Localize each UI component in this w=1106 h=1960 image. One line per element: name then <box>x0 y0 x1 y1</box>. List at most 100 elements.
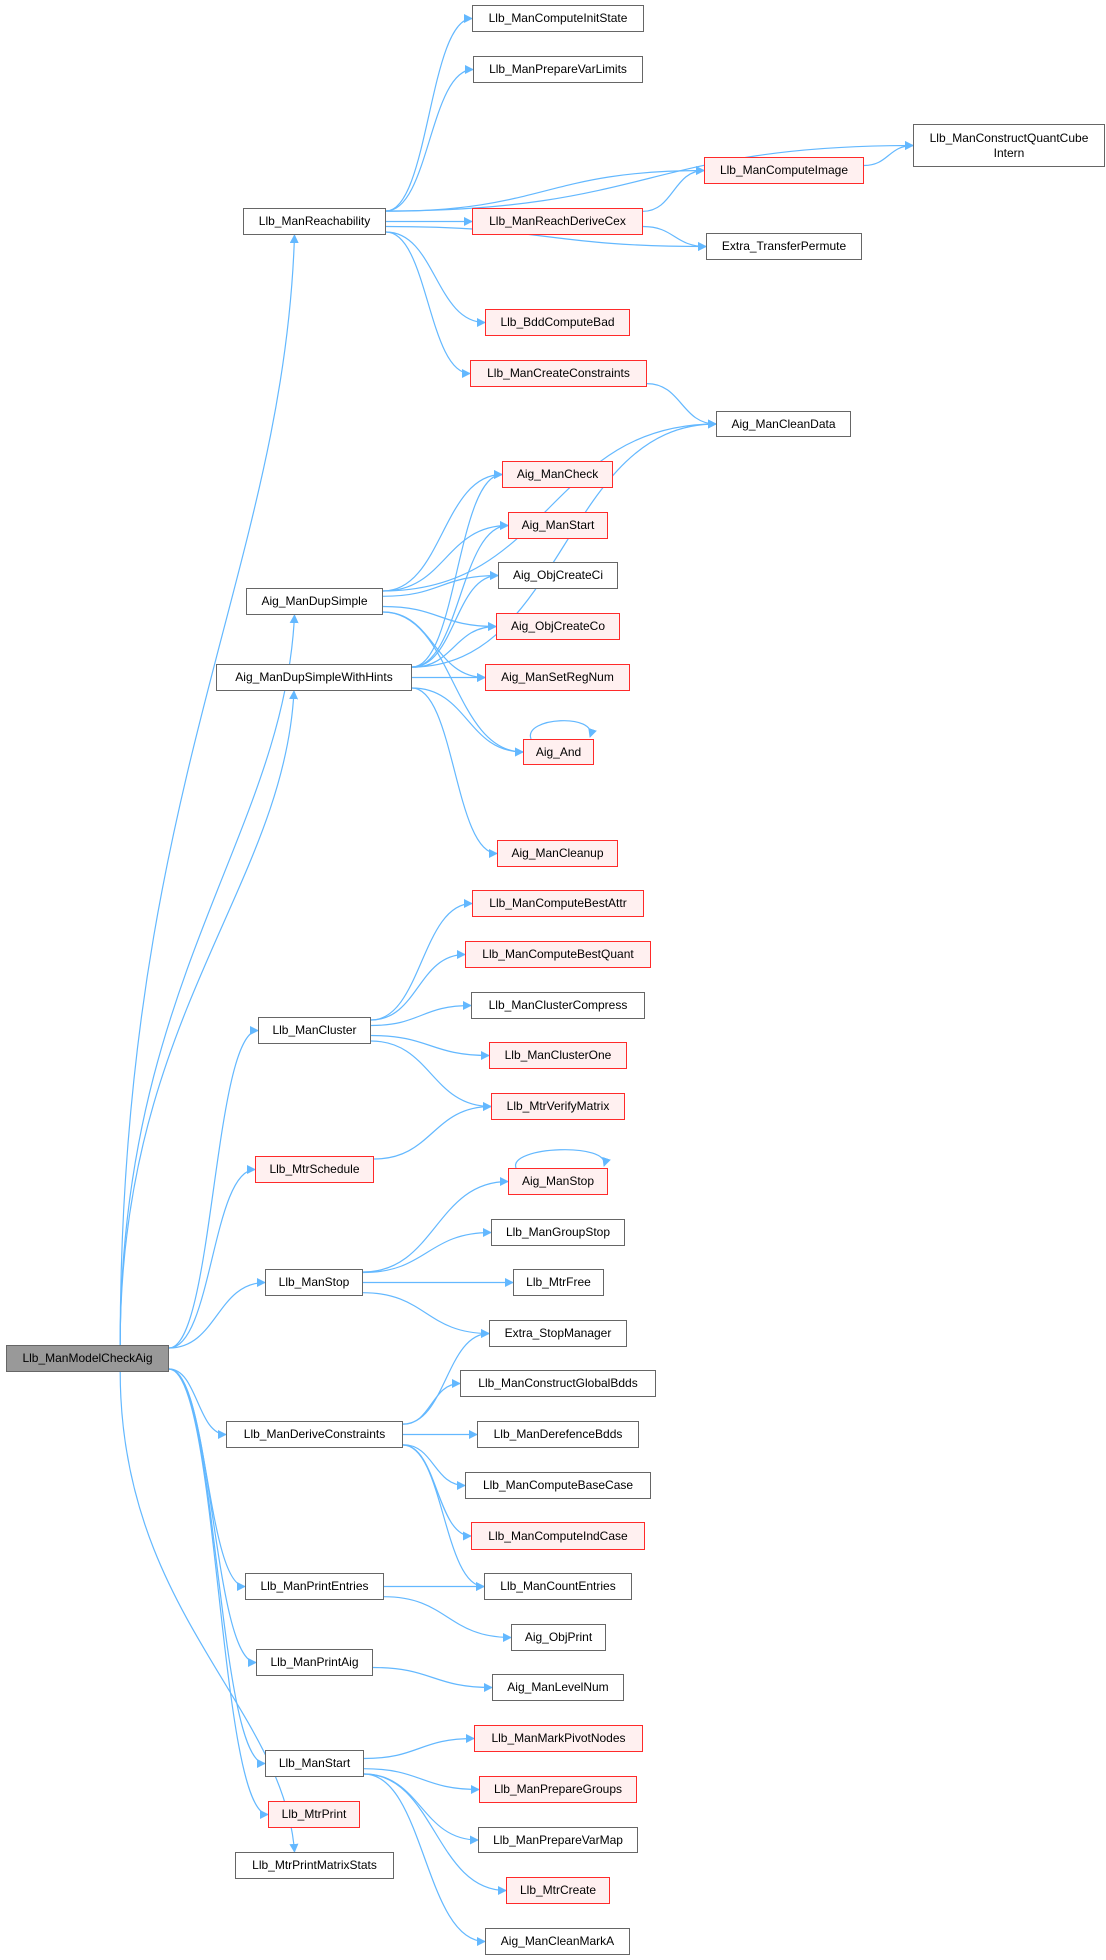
node-cleandata[interactable]: Aig_ManCleanData <box>716 411 851 437</box>
edge-reach-to-image <box>385 166 705 212</box>
node-pivotnodes[interactable]: Llb_ManMarkPivotNodes <box>474 1725 643 1752</box>
node-createcons[interactable]: Llb_ManCreateConstraints <box>470 360 647 387</box>
node-bddbad[interactable]: Llb_BddComputeBad <box>485 309 630 336</box>
edge-cluster-to-clustercompress <box>370 1001 472 1027</box>
node-transfer[interactable]: Extra_TransferPermute <box>706 233 862 260</box>
node-cluster[interactable]: Llb_ManCluster <box>258 1017 371 1044</box>
node-duphints[interactable]: Aig_ManDupSimpleWithHints <box>216 664 412 691</box>
node-manstop[interactable]: Llb_ManStop <box>265 1269 363 1296</box>
node-basecase[interactable]: Llb_ManComputeBaseCase <box>465 1472 651 1499</box>
node-stopmanager[interactable]: Extra_StopManager <box>489 1320 627 1347</box>
node-root: Llb_ManModelCheckAig <box>6 1345 169 1372</box>
edge-cluster-to-clusterone <box>370 1034 490 1060</box>
node-bestquant[interactable]: Llb_ManComputeBestQuant <box>465 941 651 968</box>
node-varlimits[interactable]: Llb_ManPrepareVarLimits <box>473 56 643 83</box>
node-printentries[interactable]: Llb_ManPrintEntries <box>245 1573 384 1600</box>
node-indcase[interactable]: Llb_ManComputeIndCase <box>471 1522 645 1550</box>
node-aigstart[interactable]: Aig_ManStart <box>508 512 608 539</box>
edge-reach-to-createcons <box>385 231 471 378</box>
node-mtrschedule[interactable]: Llb_MtrSchedule <box>255 1156 374 1183</box>
node-clustercompress[interactable]: Llb_ManClusterCompress <box>471 992 645 1019</box>
node-printaig[interactable]: Llb_ManPrintAig <box>256 1649 373 1676</box>
node-mtrfree[interactable]: Llb_MtrFree <box>513 1269 604 1296</box>
node-quantcube[interactable]: Llb_ManConstructQuantCube Intern <box>913 124 1105 167</box>
edge-dupsimple-to-createco <box>382 605 497 631</box>
edge-llbstart-to-pivotnodes <box>363 1734 475 1760</box>
edge-cluster-to-bestattr <box>370 899 473 1021</box>
node-groupstop[interactable]: Llb_ManGroupStop <box>491 1219 625 1246</box>
edge-aigstop-to-aigstop <box>515 1149 611 1169</box>
node-verifymatrix[interactable]: Llb_MtrVerifyMatrix <box>491 1093 625 1120</box>
node-levelnum[interactable]: Aig_ManLevelNum <box>492 1674 624 1701</box>
edge-derivecons-to-countentries <box>402 1444 485 1591</box>
edge-root-to-reach <box>119 234 299 1346</box>
edge-root-to-cluster <box>168 1026 259 1349</box>
edge-duphints-to-aigand <box>411 687 524 757</box>
node-globalbdds[interactable]: Llb_ManConstructGlobalBdds <box>460 1370 656 1397</box>
edge-root-to-mtrschedule <box>168 1165 256 1349</box>
node-cleanmarka[interactable]: Aig_ManCleanMarkA <box>485 1928 630 1955</box>
edge-aigand-to-aigand <box>530 720 597 740</box>
node-mtrprint[interactable]: Llb_MtrPrint <box>268 1801 360 1828</box>
edge-duphints-to-mancheck <box>411 470 503 668</box>
edge-printaig-to-levelnum <box>372 1666 493 1692</box>
edge-duphints-to-cleanup <box>411 687 498 858</box>
edge-createcons-to-cleandata <box>646 383 717 429</box>
edge-image-to-quantcube <box>863 141 914 167</box>
node-aigand[interactable]: Aig_And <box>523 739 594 765</box>
edge-derivecons-to-indcase <box>402 1444 472 1541</box>
edge-reach-to-varlimits <box>385 65 474 212</box>
node-reach[interactable]: Llb_ManReachability <box>243 208 386 235</box>
edge-dupsimple-to-mancheck <box>382 470 503 592</box>
node-mtrcreate[interactable]: Llb_MtrCreate <box>506 1877 610 1904</box>
node-image[interactable]: Llb_ManComputeImage <box>704 157 864 184</box>
node-clusterone[interactable]: Llb_ManClusterOne <box>489 1042 627 1069</box>
edge-derivecex-to-image <box>642 166 705 212</box>
edge-cluster-to-verifymatrix <box>370 1040 492 1111</box>
edge-root-to-mtrprint <box>168 1368 269 1819</box>
edge-dupsimple-to-cleandata <box>382 419 717 592</box>
node-derivecons[interactable]: Llb_ManDeriveConstraints <box>226 1421 403 1448</box>
node-setregnum[interactable]: Aig_ManSetRegNum <box>485 664 630 691</box>
edge-reach-to-initstate <box>385 14 473 212</box>
node-preparevarmap[interactable]: Llb_ManPrepareVarMap <box>478 1827 638 1853</box>
edge-duphints-to-aigstart <box>411 521 509 668</box>
edge-manstop-to-aigstop <box>362 1177 509 1273</box>
node-derefbdds[interactable]: Llb_ManDerefenceBdds <box>477 1421 639 1448</box>
edge-derivecex-to-transfer <box>642 225 707 251</box>
node-createci[interactable]: Aig_ObjCreateCi <box>498 562 618 589</box>
edge-llbstart-to-preparegroups <box>363 1768 480 1794</box>
edge-reach-to-quantcube <box>385 141 914 212</box>
node-mancheck[interactable]: Aig_ManCheck <box>502 461 613 488</box>
edge-root-to-duphints <box>119 690 299 1346</box>
node-matrixstats[interactable]: Llb_MtrPrintMatrixStats <box>235 1852 394 1879</box>
edge-root-to-dupsimple <box>119 614 299 1346</box>
edge-reach-to-bddbad <box>385 231 486 327</box>
edge-dupsimple-to-createci <box>382 571 499 597</box>
edge-derivecons-to-globalbdds <box>402 1379 461 1425</box>
edge-cluster-to-bestquant <box>370 950 466 1021</box>
node-aigstop[interactable]: Aig_ManStop <box>508 1168 608 1195</box>
edge-root-to-matrixstats <box>119 1371 299 1853</box>
node-objprint[interactable]: Aig_ObjPrint <box>511 1624 606 1651</box>
node-countentries[interactable]: Llb_ManCountEntries <box>484 1573 632 1600</box>
node-preparegroups[interactable]: Llb_ManPrepareGroups <box>479 1776 637 1803</box>
edge-mtrschedule-to-verifymatrix <box>373 1102 492 1160</box>
node-createco[interactable]: Aig_ObjCreateCo <box>496 613 620 640</box>
node-cleanup[interactable]: Aig_ManCleanup <box>497 840 618 867</box>
edge-derivecons-to-basecase <box>402 1444 466 1490</box>
node-derivecex[interactable]: Llb_ManReachDeriveCex <box>472 208 643 235</box>
edge-duphints-to-createco <box>411 622 497 668</box>
node-bestattr[interactable]: Llb_ManComputeBestAttr <box>472 890 644 917</box>
edge-llbstart-to-cleanmarka <box>363 1773 486 1946</box>
node-initstate[interactable]: Llb_ManComputeInitState <box>472 5 644 32</box>
edge-root-to-derivecons <box>168 1368 227 1439</box>
edge-dupsimple-to-aigand <box>382 611 524 757</box>
edge-duphints-to-cleandata <box>411 419 717 668</box>
node-llbstart[interactable]: Llb_ManStart <box>265 1750 364 1777</box>
edge-reach-to-transfer <box>385 225 707 251</box>
edge-root-to-printaig <box>168 1368 257 1667</box>
node-dupsimple[interactable]: Aig_ManDupSimple <box>246 588 383 615</box>
